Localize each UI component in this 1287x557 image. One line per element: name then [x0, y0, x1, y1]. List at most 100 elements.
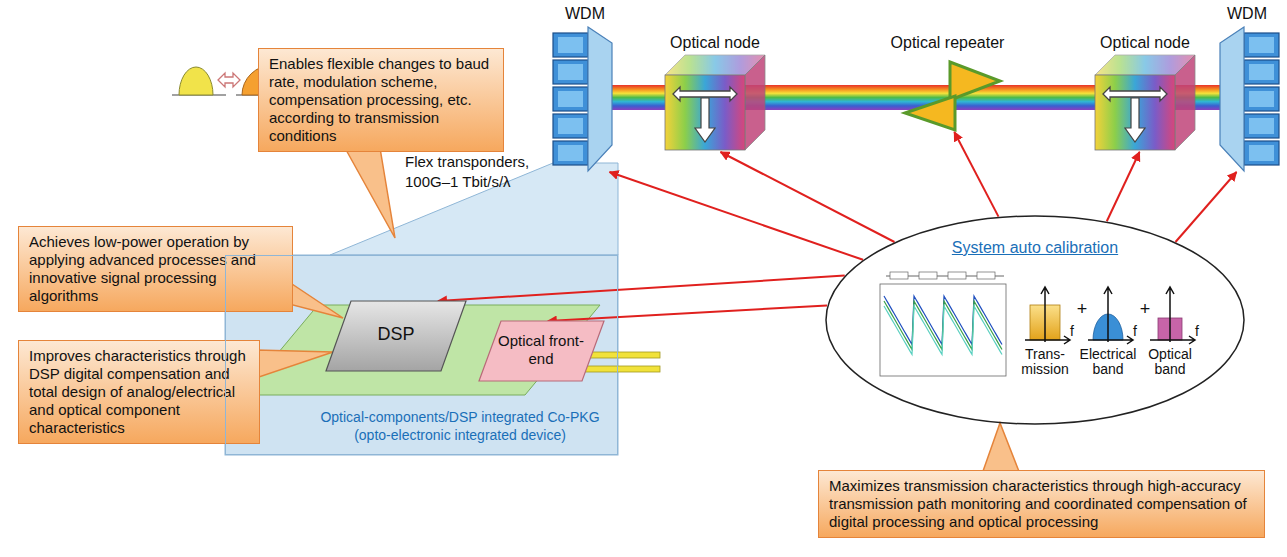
node-box: Optical-components/DSP integrated Co-PKG… [225, 255, 618, 455]
span-box [919, 272, 937, 279]
ellipse-title: System auto calibration [825, 239, 1245, 257]
fiber-link [1007, 85, 1098, 110]
cube-front [665, 75, 745, 150]
transponder-card [1244, 141, 1279, 165]
callout-tail [256, 350, 333, 378]
callout-tail [982, 423, 1020, 474]
text-label: Optical band [1142, 347, 1198, 378]
chip-label: Optical front-end [496, 332, 586, 368]
monitor-arrow [548, 305, 827, 321]
span-box [977, 272, 995, 279]
transponder-card [553, 114, 588, 138]
text-label: + [1138, 300, 1152, 318]
chip-label: DSP [356, 323, 436, 345]
power-axis [1104, 287, 1112, 342]
node-label: Optical repeater [880, 34, 1015, 52]
front-end-chip [479, 321, 604, 381]
drop-arrow [695, 98, 715, 142]
callout-box: Achieves low-power operation by applying… [18, 226, 293, 312]
node-box: Optical node [660, 32, 770, 152]
callout-box: Improves characteristics through DSP dig… [18, 340, 260, 444]
wdm-mux [1220, 27, 1244, 171]
dsp-chip [326, 301, 466, 371]
node-box: DSP [326, 301, 466, 371]
node-box: System auto calibration [825, 215, 1245, 425]
transponder-card [1244, 33, 1279, 57]
text-label: f [1070, 324, 1080, 338]
power-axis [1041, 287, 1049, 342]
node-label: WDM [1212, 5, 1282, 23]
text-label: f [1133, 324, 1143, 338]
monitor-arrow [1176, 172, 1237, 242]
power-axis [1166, 287, 1174, 342]
text-label: Electrical band [1073, 347, 1143, 378]
text-label: Trans- mission [1017, 347, 1073, 378]
node-label: WDM [550, 5, 620, 23]
plot-frame [880, 284, 1006, 376]
span-box [890, 272, 908, 279]
monitor-arrow [610, 172, 864, 260]
fiber-link [612, 85, 668, 110]
text-label: f [1195, 324, 1205, 338]
transponder-face [558, 64, 583, 80]
transponder-card [1244, 60, 1279, 84]
monitor-arrow [721, 152, 895, 242]
transponder-card [1244, 114, 1279, 138]
monitor-arrow [438, 276, 845, 301]
frequency-axis [1088, 336, 1133, 344]
callout-box: Maximizes transmission characteristics t… [818, 470, 1265, 538]
fiber-link [1192, 85, 1220, 110]
node-box: Optical front-end [479, 321, 604, 381]
drop-arrow [1125, 98, 1145, 142]
transponder-face [558, 37, 583, 53]
node-outline [1212, 5, 1282, 172]
narrow-pulse [179, 67, 213, 95]
callout-text: Achieves low-power operation by applying… [29, 233, 282, 305]
span-box [948, 272, 966, 279]
amplifier-triangle [905, 96, 955, 130]
transponder-face [558, 118, 583, 134]
node-box: WDM [1212, 5, 1282, 172]
text-label: Flex transponders, 100G–1 Tbit/s/λ [405, 152, 555, 191]
double-arrow [218, 73, 240, 87]
node-box: WDM [550, 5, 620, 172]
transponder-card [553, 141, 588, 165]
transponder-card [553, 87, 588, 111]
node-box: Optical node [1090, 32, 1200, 152]
frequency-axis [1025, 336, 1070, 344]
callout-text: Maximizes transmission characteristics t… [829, 477, 1254, 531]
transponder-face [1249, 118, 1274, 134]
monitor-arrow [1107, 152, 1140, 221]
wdm-mux [588, 27, 612, 171]
package-label: Optical-components/DSP integrated Co-PKG… [306, 409, 614, 444]
node-label: Optical node [1080, 34, 1210, 52]
frequency-axis [1150, 336, 1195, 344]
callout-text: Improves characteristics through DSP dig… [29, 347, 249, 437]
transponder-face [1249, 37, 1274, 53]
ellipse-ground [826, 216, 1244, 424]
node-box: Optical repeater [880, 32, 1015, 132]
calibration-ellipse [826, 216, 1244, 424]
transponder-card [553, 33, 588, 57]
callout-tail [289, 282, 343, 318]
transponder-card [1244, 87, 1279, 111]
transponder-card [553, 60, 588, 84]
transponder-face [558, 91, 583, 107]
node-label: Optical node [650, 34, 780, 52]
callout-tail [345, 148, 395, 238]
callout-box: Enables flexible changes to baud rate, m… [258, 48, 504, 152]
transponder-face [1249, 145, 1274, 161]
fiber-link [762, 85, 888, 110]
cube-side [745, 55, 765, 150]
cube-side [1175, 55, 1195, 150]
amplifier-triangle [950, 62, 1000, 100]
plot-curve [884, 306, 1002, 355]
transponder-face [1249, 91, 1274, 107]
text-label: + [1075, 300, 1089, 318]
monitor-arrow [954, 132, 998, 217]
cube-front [1095, 75, 1175, 150]
node-outline [550, 5, 620, 172]
transponder-face [558, 145, 583, 161]
transponder-face [1249, 64, 1274, 80]
callout-text: Enables flexible changes to baud rate, m… [269, 55, 493, 145]
